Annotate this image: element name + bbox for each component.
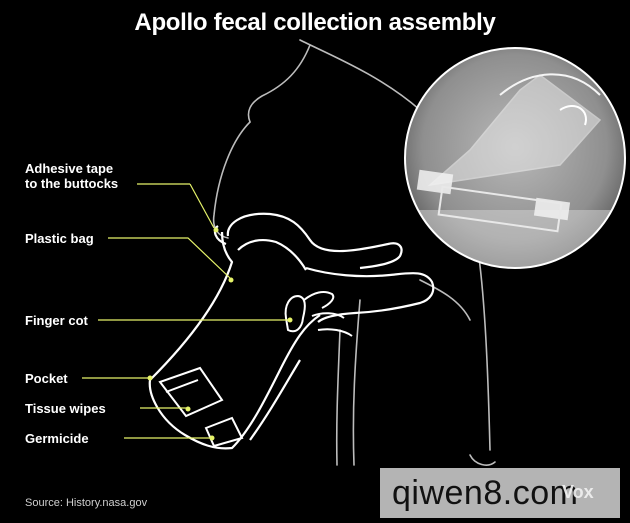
photo-inset (404, 47, 626, 269)
diagram-title: Apollo fecal collection assembly (134, 9, 496, 36)
hand-outline (284, 291, 353, 337)
label-adhesive-tape-line2: to the buttocks (25, 176, 119, 191)
leader-lines (82, 183, 288, 439)
source-note: Source: History.nasa.gov (25, 497, 148, 509)
leader-plastic-bag (108, 237, 231, 279)
leader-dots (147, 227, 293, 441)
label-germicide: Germicide (25, 431, 89, 446)
label-plastic-bag: Plastic bag (25, 231, 94, 246)
vox-logo: Vox (562, 482, 594, 502)
label-finger-cot: Finger cot (25, 313, 88, 328)
label-tissue-wipes: Tissue wipes (25, 401, 106, 416)
leader-adhesive-b (189, 183, 215, 229)
watermark-text: qiwen8.com (392, 474, 579, 512)
pocket-outline (158, 366, 244, 448)
label-adhesive-tape: Adhesive tape to the buttocks (25, 161, 118, 191)
watermark-overlay (380, 468, 620, 518)
label-adhesive-tape-line1: Adhesive tape (25, 161, 114, 176)
label-pocket: Pocket (25, 371, 68, 386)
plastic-bag-outline (148, 212, 435, 450)
